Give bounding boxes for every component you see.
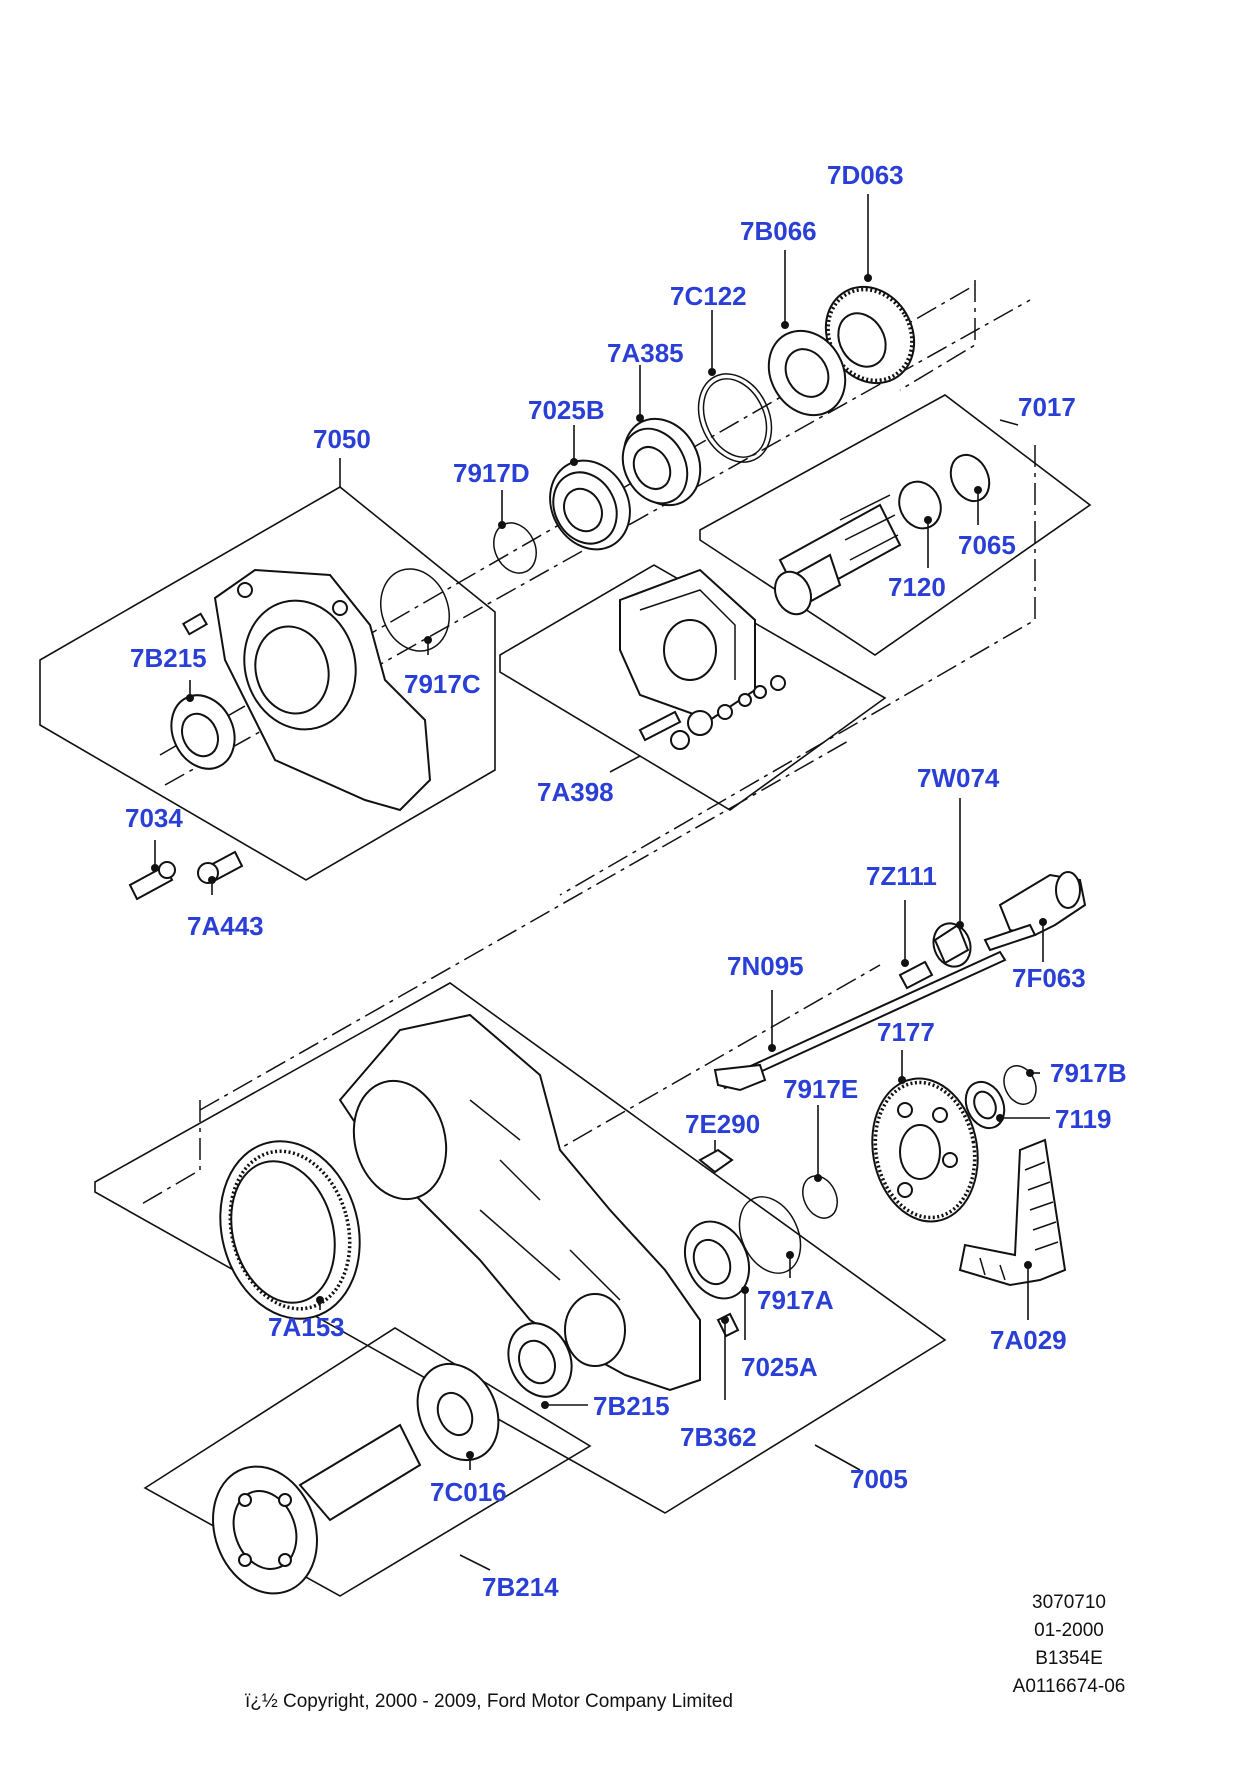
thrust-washer-7B066-icon [767,329,847,417]
bearing-7025A-icon [683,1220,751,1300]
label-7B215-top: 7B215 [130,643,207,673]
snap-ring-7917B-icon [1003,1065,1037,1105]
label-7F063: 7F063 [1012,963,1086,993]
housing-7050-icon [181,568,432,812]
ref-code-3: B1354E [1035,1648,1103,1669]
box-7A398 [499,564,887,811]
label-7A029: 7A029 [990,1325,1067,1355]
fork-7F063-icon [983,871,1087,952]
label-7W074: 7W074 [917,763,1000,793]
bearing-7025B-icon [549,459,631,551]
label-7119: 7119 [1055,1104,1111,1134]
bearing-7A385-icon [621,417,702,507]
footer: 3070710 01-2000 B1354E A0116674-06 ï¿½ C… [245,1592,1125,1712]
deflector-7C016-icon [416,1362,500,1462]
label-7C016: 7C016 [430,1477,507,1507]
label-7917E: 7917E [783,1074,858,1104]
copyright-notice: ï¿½ Copyright, 2000 - 2009, Ford Motor C… [245,1691,733,1712]
bushing-7W074-icon [932,922,972,968]
seal-7B215-top-icon [170,694,236,770]
circlip-7917E-icon [802,1175,838,1219]
label-7A443: 7A443 [187,911,264,941]
label-7177: 7177 [877,1017,935,1047]
label-7017: 7017 [1018,392,1076,422]
label-7917D: 7917D [453,458,530,488]
label-7B066: 7B066 [740,216,817,246]
shift-rail-7N095-icon [713,950,1007,1092]
snap-ring-7917C-icon [380,568,450,652]
label-7065: 7065 [958,530,1016,560]
bolt-7034-icon [128,861,176,901]
box-7005 [94,982,947,1514]
label-7N095: 7N095 [727,951,804,981]
leader-lines [151,194,1050,1571]
pin-7Z111-icon [898,960,934,990]
label-7A398: 7A398 [537,777,614,807]
ref-code-1: 3070710 [1032,1592,1106,1613]
chain-7A029-icon [958,1138,1067,1287]
sprocket-7177-icon [871,1077,979,1223]
ref-code-2: 01-2000 [1034,1620,1104,1641]
dowel-7B362-icon [716,1312,740,1338]
label-7A385: 7A385 [607,338,684,368]
washer-7119-icon [964,1080,1006,1130]
group-boxes [39,394,1092,1597]
label-7005: 7005 [850,1464,908,1494]
part-labels: 7D063 7B066 7C122 7A385 7025B 7017 7050 … [125,160,1127,1602]
label-7034: 7034 [125,803,183,833]
clip-7E290-icon [698,1148,734,1174]
label-7B362: 7B362 [680,1422,757,1452]
label-7917A: 7917A [757,1285,834,1315]
circlip-7917D-icon [493,522,537,574]
snap-ring-7C122-icon [697,373,773,463]
label-7025A: 7025A [741,1352,818,1382]
label-7D063: 7D063 [827,160,904,190]
label-7050: 7050 [313,424,371,454]
box-7017 [699,394,1092,656]
ring-gear-7A153-icon [219,1140,361,1320]
label-7Z111: 7Z111 [866,861,937,891]
label-7917C: 7917C [404,669,481,699]
label-7B215-bottom: 7B215 [593,1391,670,1421]
label-7917B: 7917B [1050,1058,1127,1088]
label-7C122: 7C122 [670,281,747,311]
seal-7B215-bottom-icon [507,1322,573,1398]
label-7E290: 7E290 [685,1109,760,1139]
case-7005-icon [338,1013,701,1392]
label-7120: 7120 [888,572,946,602]
flange-7B214-icon [212,1423,422,1595]
carrier-7A398-icon [619,568,786,750]
label-7B214: 7B214 [482,1572,559,1602]
bolt-7A443-icon [197,850,244,884]
label-7025B: 7025B [528,395,605,425]
ref-code-4: A0116674-06 [1013,1676,1126,1697]
label-7A153: 7A153 [268,1312,345,1342]
